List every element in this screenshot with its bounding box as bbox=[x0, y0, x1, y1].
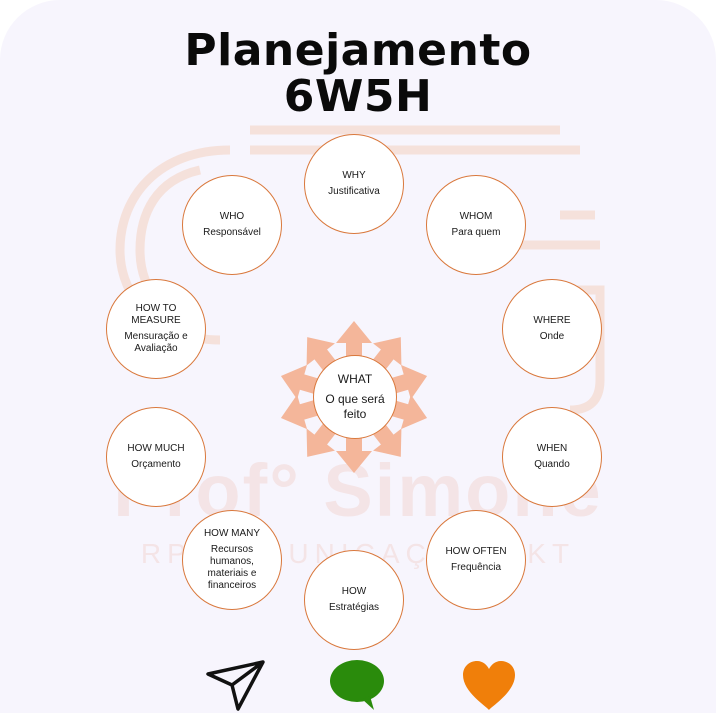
node-subtitle: Orçamento bbox=[131, 459, 181, 470]
node-subtitle: Responsável bbox=[203, 227, 261, 238]
node-title: WHOM bbox=[459, 211, 493, 222]
node-where: WHERE Onde bbox=[502, 279, 602, 379]
node-title: WHO bbox=[219, 211, 245, 222]
node-how-many: HOW MANY Recursos humanos, materiais e f… bbox=[182, 510, 282, 610]
send-icon[interactable] bbox=[205, 658, 267, 712]
node-what: WHAT O que será feito bbox=[313, 355, 397, 439]
node-subtitle: Estratégias bbox=[328, 602, 380, 613]
node-subtitle: Para quem bbox=[451, 227, 501, 238]
node-why: WHY Justificativa bbox=[304, 134, 404, 234]
node-title: HOW MUCH bbox=[127, 443, 185, 454]
node-subtitle: O que será feito bbox=[325, 392, 385, 421]
node-title: WHAT bbox=[337, 372, 373, 386]
node-how: HOW Estratégias bbox=[304, 550, 404, 650]
node-when: WHEN Quando bbox=[502, 407, 602, 507]
page-title: Planejamento bbox=[184, 25, 532, 76]
node-title: WHERE bbox=[533, 315, 571, 326]
node-title: WHEN bbox=[536, 443, 568, 454]
node-title: HOW bbox=[341, 586, 367, 597]
node-subtitle: Recursos humanos, materiais e financeiro… bbox=[207, 544, 257, 591]
node-subtitle: Justificativa bbox=[328, 186, 380, 197]
node-title: WHY bbox=[342, 170, 366, 181]
node-who: WHO Responsável bbox=[182, 175, 282, 275]
node-how-often: HOW OFTEN Frequência bbox=[426, 510, 526, 610]
node-how-much: HOW MUCH Orçamento bbox=[106, 407, 206, 507]
arrow-why bbox=[336, 321, 372, 359]
node-subtitle: Onde bbox=[539, 331, 565, 342]
arrow-how bbox=[336, 435, 372, 473]
node-subtitle: Mensuração e Avaliação bbox=[124, 331, 188, 354]
node-how-to-measure: HOW TO MEASURE Mensuração e Avaliação bbox=[106, 279, 206, 379]
node-title: HOW OFTEN bbox=[445, 546, 507, 557]
node-whom: WHOM Para quem bbox=[426, 175, 526, 275]
node-subtitle: Frequência bbox=[450, 562, 502, 573]
heart-icon[interactable] bbox=[460, 658, 518, 712]
node-title: HOW TO MEASURE bbox=[131, 303, 181, 326]
page-subtitle: 6W5H bbox=[283, 71, 433, 122]
node-title: HOW MANY bbox=[203, 528, 261, 539]
comment-icon[interactable] bbox=[328, 658, 386, 712]
node-subtitle: Quando bbox=[534, 459, 570, 470]
